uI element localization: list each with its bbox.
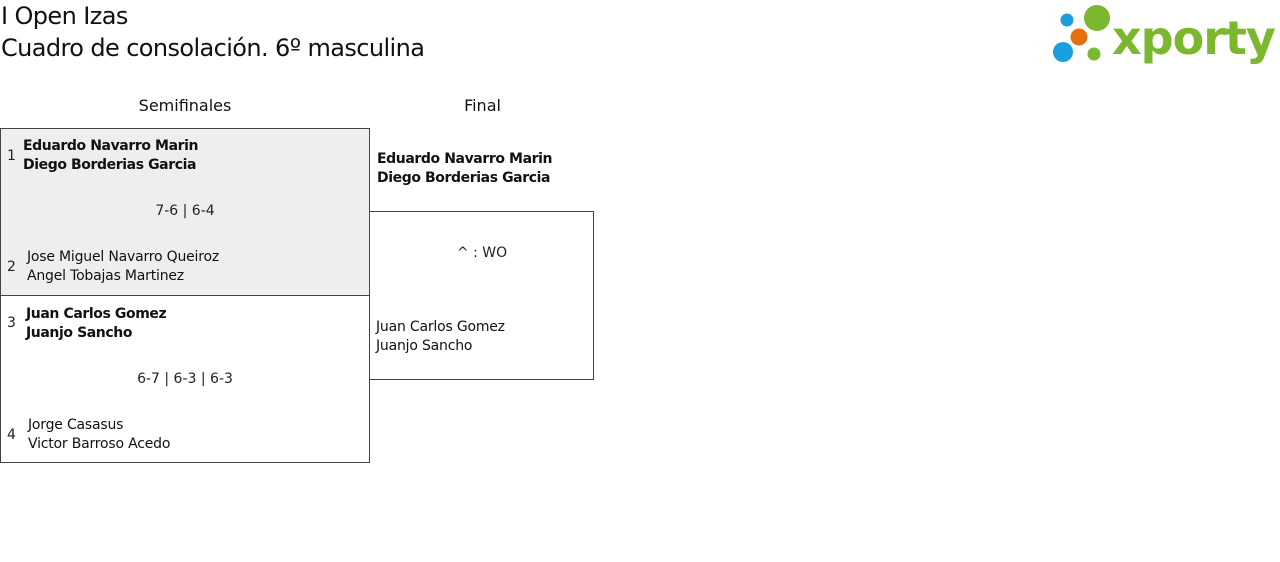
player-name: Juanjo Sancho <box>376 338 473 354</box>
team-winner: Juan Carlos Gomez Juanjo Sancho <box>26 305 167 343</box>
final-team-winner: Eduardo Navarro Marin Diego Borderias Ga… <box>377 150 553 188</box>
player-name: Juan Carlos Gomez <box>26 306 167 322</box>
team-loser: Jorge Casasus Victor Barroso Acedo <box>28 416 170 454</box>
team-loser: Jose Miguel Navarro Queiroz Angel Tobaja… <box>27 248 219 286</box>
player-name: Diego Borderias Garcia <box>377 170 551 186</box>
player-name: Jose Miguel Navarro Queiroz <box>27 249 219 265</box>
player-name: Jorge Casasus <box>28 417 124 433</box>
semifinal-match-2[interactable]: 3 Juan Carlos Gomez Juanjo Sancho 6-7 | … <box>0 295 370 463</box>
player-name: Diego Borderias Garcia <box>23 157 197 173</box>
draw-title: Cuadro de consolación. 6º masculina <box>1 34 425 62</box>
final-match[interactable]: ^ : WO Juan Carlos Gomez Juanjo Sancho <box>369 211 594 380</box>
seed-number: 1 <box>7 148 16 164</box>
player-name: Eduardo Navarro Marin <box>377 151 553 167</box>
tournament-title: I Open Izas <box>1 2 128 30</box>
final-team-loser: Juan Carlos Gomez Juanjo Sancho <box>376 318 505 356</box>
logo-dots-icon: xporty <box>1053 5 1277 65</box>
player-name: Juanjo Sancho <box>26 325 133 341</box>
match-score: 6-7 | 6-3 | 6-3 <box>137 371 233 387</box>
final-score: ^ : WO <box>456 245 508 261</box>
player-name: Eduardo Navarro Marin <box>23 138 199 154</box>
logo-text: xporty <box>1112 11 1276 65</box>
player-name: Juan Carlos Gomez <box>376 319 505 335</box>
seed-number: 2 <box>7 259 16 275</box>
semifinal-match-1[interactable]: 1 Eduardo Navarro Marin Diego Borderias … <box>0 128 370 296</box>
player-name: Victor Barroso Acedo <box>28 436 171 452</box>
round-header-final: Final <box>464 96 501 115</box>
match-score: 7-6 | 6-4 <box>155 203 215 219</box>
seed-number: 3 <box>7 315 16 331</box>
team-winner: Eduardo Navarro Marin Diego Borderias Ga… <box>23 137 199 175</box>
round-header-semifinals: Semifinales <box>138 96 232 115</box>
player-name: Angel Tobajas Martinez <box>27 268 184 284</box>
seed-number: 4 <box>7 427 16 443</box>
xporty-logo[interactable]: xporty <box>1050 4 1278 68</box>
